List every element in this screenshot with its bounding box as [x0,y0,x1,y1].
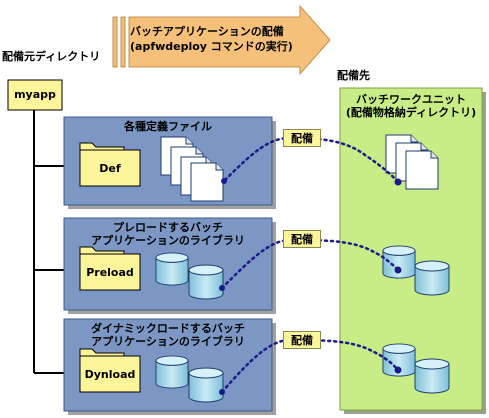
group-title-preload-line1: プレロードするバッチ [113,221,223,234]
root-box [7,79,63,111]
folder-label-def: Def [99,162,121,175]
group-title-preload-line2: アプリケーションのライブラリ [91,234,245,247]
dest-unit-line2: (配備物格納ディレクトリ) [345,106,477,119]
group-title-preload: プレロードするバッチ アプリケーションのライブラリ [64,221,272,247]
dest-unit-title: バッチワークユニット (配備物格納ディレクトリ) [340,93,482,119]
source-directory-title: 配備元ディレクトリ [2,50,101,63]
dest-unit-line1: バッチワークユニット [356,93,466,106]
folder-icon [79,142,141,187]
deploy-label: 配備 [283,129,321,147]
root-label: myapp [14,88,56,101]
deploy-label: 配備 [283,331,321,349]
group-title-dynload: ダイナミックロードするバッチ アプリケーションのライブラリ [64,322,272,348]
arrow-caption-line1: バッチアプリケーションの配備 [130,25,284,38]
folder-icon [79,348,141,393]
deploy-connectors [220,136,400,394]
group-title-def-line1: 各種定義ファイル [124,120,212,133]
group-title-dynload-line2: アプリケーションのライブラリ [91,335,245,348]
folder-label-preload: Preload [86,266,134,279]
folder-icon [79,246,141,291]
folder-label-dynload: Dynload [84,368,136,381]
deploy-label: 配備 [283,230,321,248]
deploy-arrow [112,4,331,76]
connector-endpoints [219,178,402,395]
dest-title: 配備先 [337,69,370,82]
group-title-def: 各種定義ファイル [64,120,272,133]
arrow-caption: バッチアプリケーションの配備 (apfwdeploy コマンドの実行) [118,24,320,54]
arrow-caption-line2: (apfwdeploy コマンドの実行) [130,40,293,53]
group-title-dynload-line1: ダイナミックロードするバッチ [91,322,245,335]
